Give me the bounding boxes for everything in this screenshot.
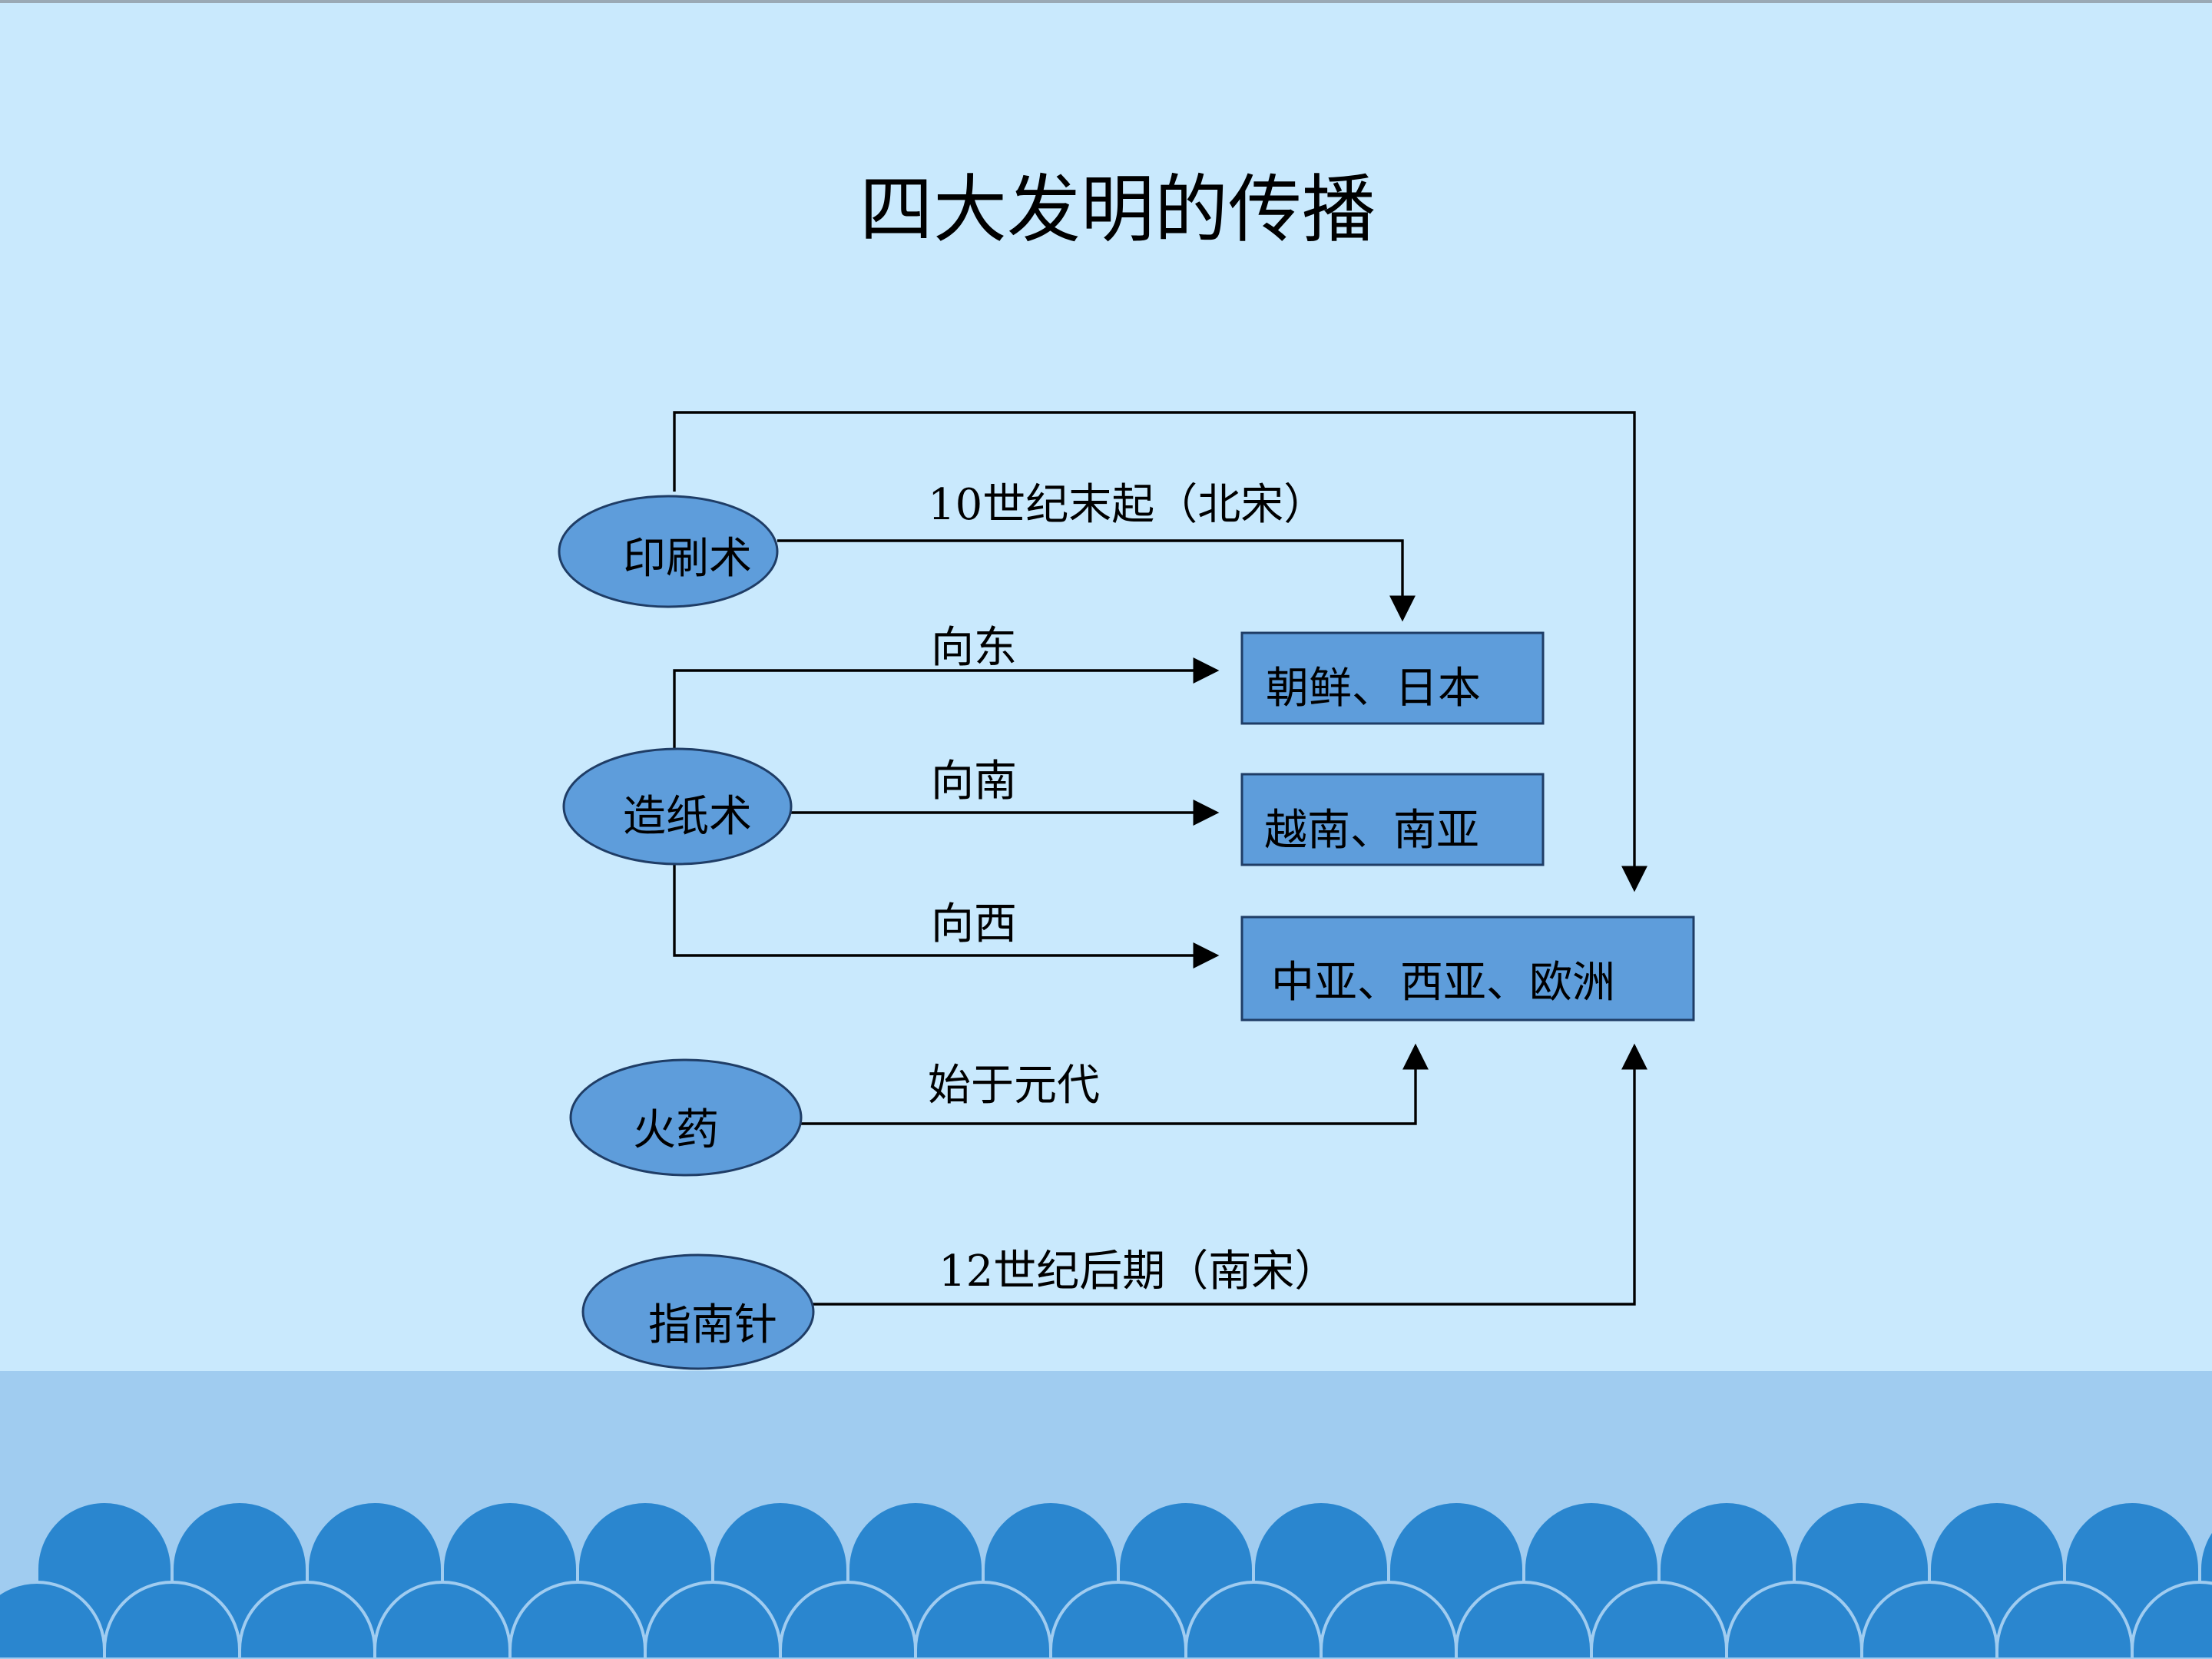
wave-arch bbox=[2131, 1581, 2212, 1659]
paper-east-line bbox=[673, 657, 1220, 749]
node-printing: 印刷术 bbox=[558, 495, 779, 608]
paper-east-label: 向东 bbox=[931, 623, 1017, 673]
printing-route-label: 10世纪末起（北宋） bbox=[928, 480, 1326, 530]
wave-row-front bbox=[0, 1581, 2212, 1659]
node-gunpowder-label: 火药 bbox=[633, 1105, 719, 1155]
compass-route-label: 12世纪后期（南宋） bbox=[939, 1247, 1337, 1296]
gunpowder-route-label: 始于元代 bbox=[928, 1061, 1100, 1111]
dest-central-west-europe: 中亚、西亚、欧洲 bbox=[1240, 916, 1695, 1022]
dest-korea-japan: 朝鲜、日本 bbox=[1240, 631, 1545, 725]
wave-arch bbox=[0, 1581, 106, 1659]
wave-arch bbox=[1320, 1581, 1458, 1659]
compass-line bbox=[813, 1043, 1647, 1306]
wave-arch bbox=[779, 1581, 917, 1659]
node-compass-label: 指南针 bbox=[648, 1300, 777, 1350]
diagram-connectors bbox=[673, 411, 1647, 1306]
node-paper-shape bbox=[562, 747, 793, 866]
wave-arch bbox=[1184, 1581, 1323, 1659]
node-compass: 指南针 bbox=[581, 1253, 815, 1370]
wave-arch bbox=[1725, 1581, 1863, 1659]
dest-vietnam-south-asia-box bbox=[1240, 773, 1545, 866]
node-gunpowder: 火药 bbox=[569, 1058, 803, 1177]
dest-korea-japan-label: 朝鲜、日本 bbox=[1266, 664, 1481, 714]
wave-arch bbox=[644, 1581, 782, 1659]
node-printing-shape bbox=[558, 495, 779, 608]
wave-arch bbox=[103, 1581, 241, 1659]
paper-west-line bbox=[673, 864, 1220, 969]
node-gunpowder-shape bbox=[569, 1058, 803, 1177]
node-paper: 造纸术 bbox=[562, 747, 793, 866]
wave-arch bbox=[508, 1581, 647, 1659]
wave-arch bbox=[914, 1581, 1052, 1659]
node-paper-label: 造纸术 bbox=[623, 792, 752, 842]
wave-arch bbox=[1455, 1581, 1593, 1659]
wave-arch bbox=[1995, 1581, 2134, 1659]
page-title: 四大发明的传播 bbox=[859, 167, 1376, 253]
dest-vietnam-south-asia: 越南、南亚 bbox=[1240, 773, 1545, 866]
wave-arch bbox=[373, 1581, 512, 1659]
dest-central-west-europe-label: 中亚、西亚、欧洲 bbox=[1271, 958, 1615, 1008]
wave-arch bbox=[1590, 1581, 1728, 1659]
dest-central-west-europe-box bbox=[1240, 916, 1695, 1022]
dest-vietnam-south-asia-label: 越南、南亚 bbox=[1264, 806, 1479, 856]
dest-korea-japan-box bbox=[1240, 631, 1545, 725]
wave-arch bbox=[238, 1581, 376, 1659]
top-edge-line bbox=[0, 0, 2212, 3]
wave-decoration bbox=[0, 1371, 2212, 1659]
node-compass-shape bbox=[581, 1253, 815, 1370]
gunpowder-line bbox=[800, 1043, 1429, 1125]
node-printing-label: 印刷术 bbox=[623, 534, 752, 584]
wave-arch bbox=[1860, 1581, 1998, 1659]
printing-to-europe-line bbox=[673, 411, 1647, 892]
paper-west-label: 向西 bbox=[931, 899, 1017, 949]
wave-arch bbox=[1049, 1581, 1187, 1659]
paper-south-label: 向南 bbox=[931, 757, 1017, 806]
printing-to-korea-japan-line bbox=[777, 539, 1416, 622]
